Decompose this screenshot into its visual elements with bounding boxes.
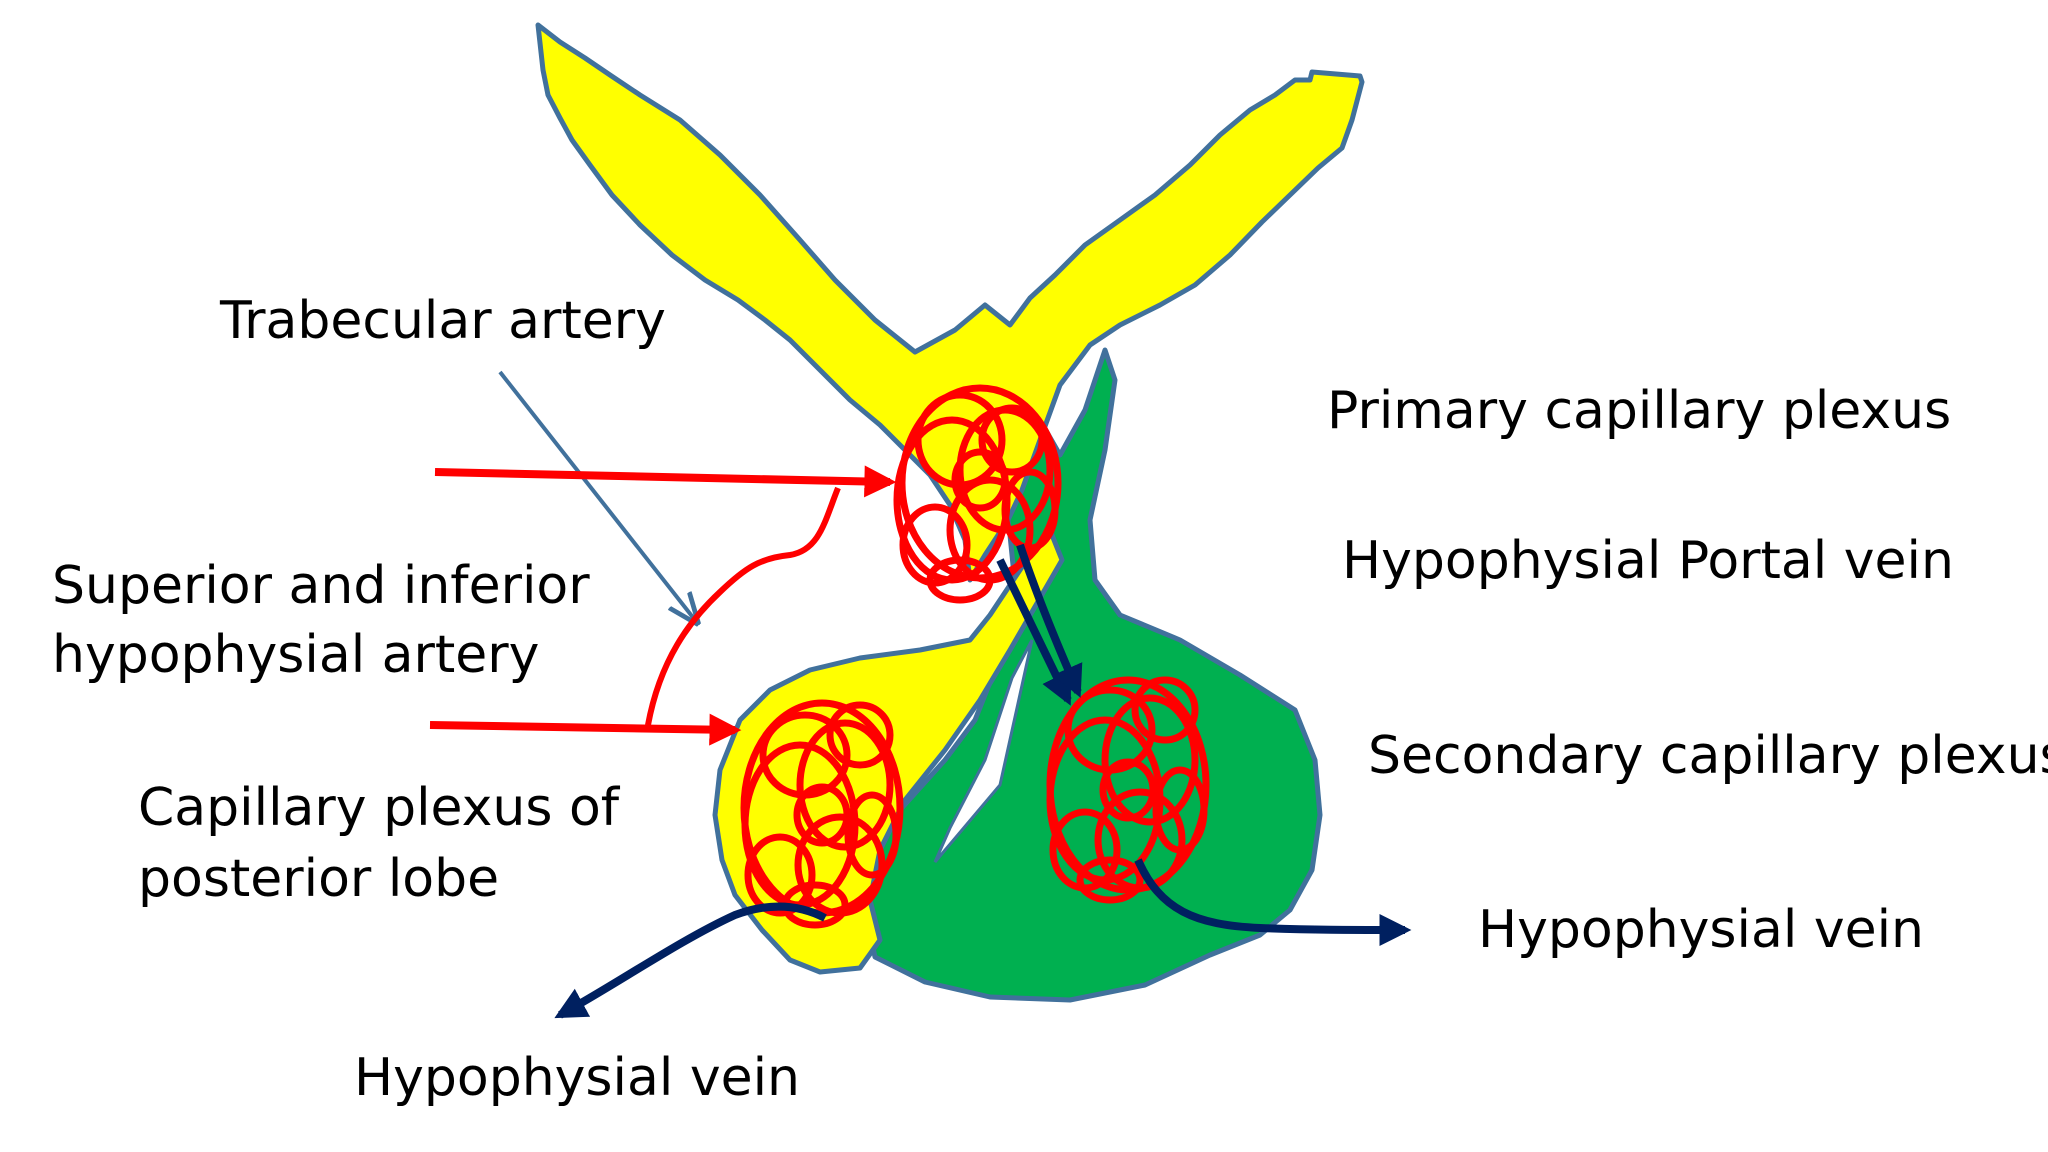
inferior-hypophysial-artery-arrow (429, 713, 742, 746)
hypophysial-vein-bottom-arrow (554, 902, 827, 1019)
label-capillary-plexus-posterior-2: posterior lobe (138, 849, 499, 909)
connecting-artery (645, 486, 841, 726)
secondary-capillary-plexus (1046, 676, 1210, 904)
label-capillary-plexus-posterior-1: Capillary plexus of (138, 778, 621, 838)
label-secondary-capillary-plexus: Secondary capillary plexus (1368, 726, 2048, 786)
lobe-gap-shape (933, 639, 1034, 863)
superior-hypophysial-artery-arrow (434, 465, 897, 498)
trabecular-artery-pointer (498, 370, 695, 620)
label-superior-inferior-artery-2: hypophysial artery (52, 625, 539, 685)
infundibulum-stalk-shape (535, 22, 1365, 583)
label-hypophysial-portal-vein: Hypophysial Portal vein (1342, 531, 1954, 591)
hypophysial-vein-right-arrow (1134, 858, 1412, 946)
label-superior-inferior-artery-1: Superior and inferior (52, 556, 590, 616)
label-primary-capillary-plexus: Primary capillary plexus (1327, 381, 1951, 441)
label-hypophysial-vein-right: Hypophysial vein (1478, 900, 1924, 960)
label-hypophysial-vein-bottom: Hypophysial vein (354, 1048, 800, 1108)
label-trabecular-artery: Trabecular artery (219, 291, 666, 351)
portal-vein-arrow-2 (1016, 543, 1083, 698)
primary-capillary-plexus (893, 384, 1062, 604)
